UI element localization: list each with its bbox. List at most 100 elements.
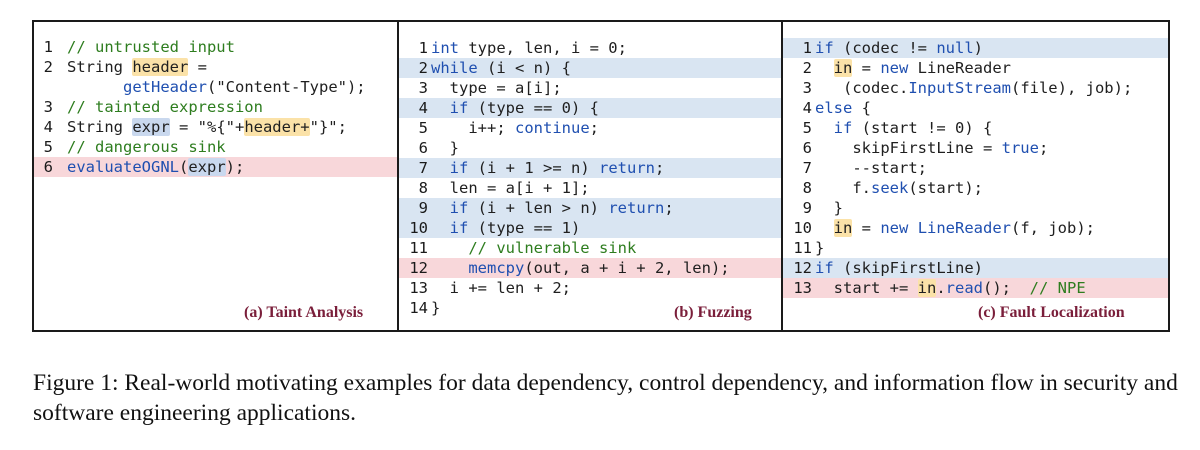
code-token: type = a[i];	[431, 79, 562, 97]
line-number: 3	[43, 98, 53, 116]
code-token: return	[599, 159, 655, 177]
code-token: String	[67, 118, 133, 136]
line-number: 6	[802, 139, 812, 157]
code-token: if	[449, 199, 469, 217]
code-token	[431, 99, 450, 117]
code-line: 8 f.seek(start);	[783, 178, 1168, 198]
code-token: (codec.	[815, 79, 909, 97]
code-line: 2 in = new LineReader	[783, 58, 1168, 78]
code-line: 5 // dangerous sink	[34, 137, 397, 157]
line-code: if (type == 1)	[431, 218, 581, 238]
line-code: if (type == 0) {	[431, 98, 599, 118]
line-code: while (i < n) {	[431, 58, 571, 78]
code-line: 6 }	[399, 138, 781, 158]
line-code: else {	[815, 98, 871, 118]
code-token: .	[936, 279, 946, 297]
code-token: int	[431, 39, 459, 57]
code-line: 7 if (i + 1 >= n) return;	[399, 158, 781, 178]
code-token: evaluateOGNL	[67, 158, 179, 176]
line-code: if (start != 0) {	[815, 118, 993, 138]
code-token: expr	[188, 158, 226, 176]
code-token	[67, 78, 123, 96]
code-token: (f, job);	[1011, 219, 1096, 237]
code-token	[431, 219, 450, 237]
code-token: // untrusted input	[67, 38, 235, 56]
line-code: String expr = "%{"+header+"}";	[67, 117, 347, 137]
code-token: ;	[655, 159, 665, 177]
code-token: i++;	[431, 119, 515, 137]
line-code: skipFirstLine = true;	[815, 138, 1048, 158]
line-code: if (i + len > n) return;	[431, 198, 674, 218]
code-token: in	[833, 219, 853, 237]
code-line: 5 i++; continue;	[399, 118, 781, 138]
line-number: 5	[802, 119, 812, 137]
line-code: (codec.InputStream(file), job);	[815, 78, 1132, 98]
code-token	[815, 119, 834, 137]
code-token: (i + len > n)	[468, 199, 609, 217]
code-line: 12 memcpy(out, a + i + 2, len);	[399, 258, 781, 278]
line-number: 6	[43, 158, 53, 176]
code-line: 3 type = a[i];	[399, 78, 781, 98]
line-number: 4	[802, 99, 812, 117]
code-token	[431, 239, 468, 257]
line-number: 8	[418, 179, 428, 197]
code-line: 8 len = a[i + 1];	[399, 178, 781, 198]
line-number: 13	[793, 279, 812, 297]
line-number: 8	[802, 179, 812, 197]
code-token: // vulnerable sink	[468, 239, 637, 257]
line-code: len = a[i + 1];	[431, 178, 590, 198]
code-token: // tainted expression	[67, 98, 263, 116]
line-code: String header =	[67, 57, 207, 77]
code-token: new	[880, 59, 909, 77]
code-token: if	[449, 219, 469, 237]
line-number: 9	[802, 199, 812, 217]
line-number: 10	[409, 219, 428, 237]
line-code: // tainted expression	[67, 97, 263, 117]
code-line: 13 start += in.read(); // NPE	[783, 278, 1168, 298]
line-code: }	[431, 138, 459, 158]
line-number: 4	[43, 118, 53, 136]
code-token: "}";	[309, 118, 347, 136]
code-token: if	[815, 39, 834, 57]
code-token: // dangerous sink	[67, 138, 226, 156]
line-number: 2	[418, 59, 428, 77]
line-code: // vulnerable sink	[431, 238, 636, 258]
code-line: 4 if (type == 0) {	[399, 98, 781, 118]
code-token: read	[945, 279, 983, 297]
line-number: 1	[418, 39, 428, 57]
code-token: =	[852, 59, 881, 77]
line-code: }	[815, 198, 843, 218]
line-number: 6	[418, 139, 428, 157]
panel-caption: (c) Fault Localization	[978, 304, 1125, 321]
code-token: memcpy	[468, 259, 525, 277]
code-line: 5 if (start != 0) {	[783, 118, 1168, 138]
code-token: =	[188, 58, 207, 76]
figure-caption: Figure 1: Real-world motivating examples…	[33, 370, 1178, 426]
code-token: (i < n) {	[477, 59, 571, 77]
code-token: in	[833, 59, 853, 77]
code-line: 9 if (i + len > n) return;	[399, 198, 781, 218]
code-token: while	[431, 59, 478, 77]
code-token: =	[852, 219, 881, 237]
code-line: 13 i += len + 2;	[399, 278, 781, 298]
code-token: if	[833, 119, 853, 137]
code-line: 11}	[783, 238, 1168, 258]
code-line: 9 }	[783, 198, 1168, 218]
line-number: 5	[43, 138, 53, 156]
code-line: 11 // vulnerable sink	[399, 238, 781, 258]
code-token: f.	[815, 179, 871, 197]
code-token: if	[815, 259, 834, 277]
line-code: f.seek(start);	[815, 178, 983, 198]
code-token: InputStream	[908, 79, 1011, 97]
code-token: i += len + 2;	[431, 279, 571, 297]
code-line: 14}	[399, 298, 781, 318]
code-token: else	[815, 99, 853, 117]
code-token: header	[132, 58, 189, 76]
line-number: 3	[418, 79, 428, 97]
code-token	[908, 219, 917, 237]
